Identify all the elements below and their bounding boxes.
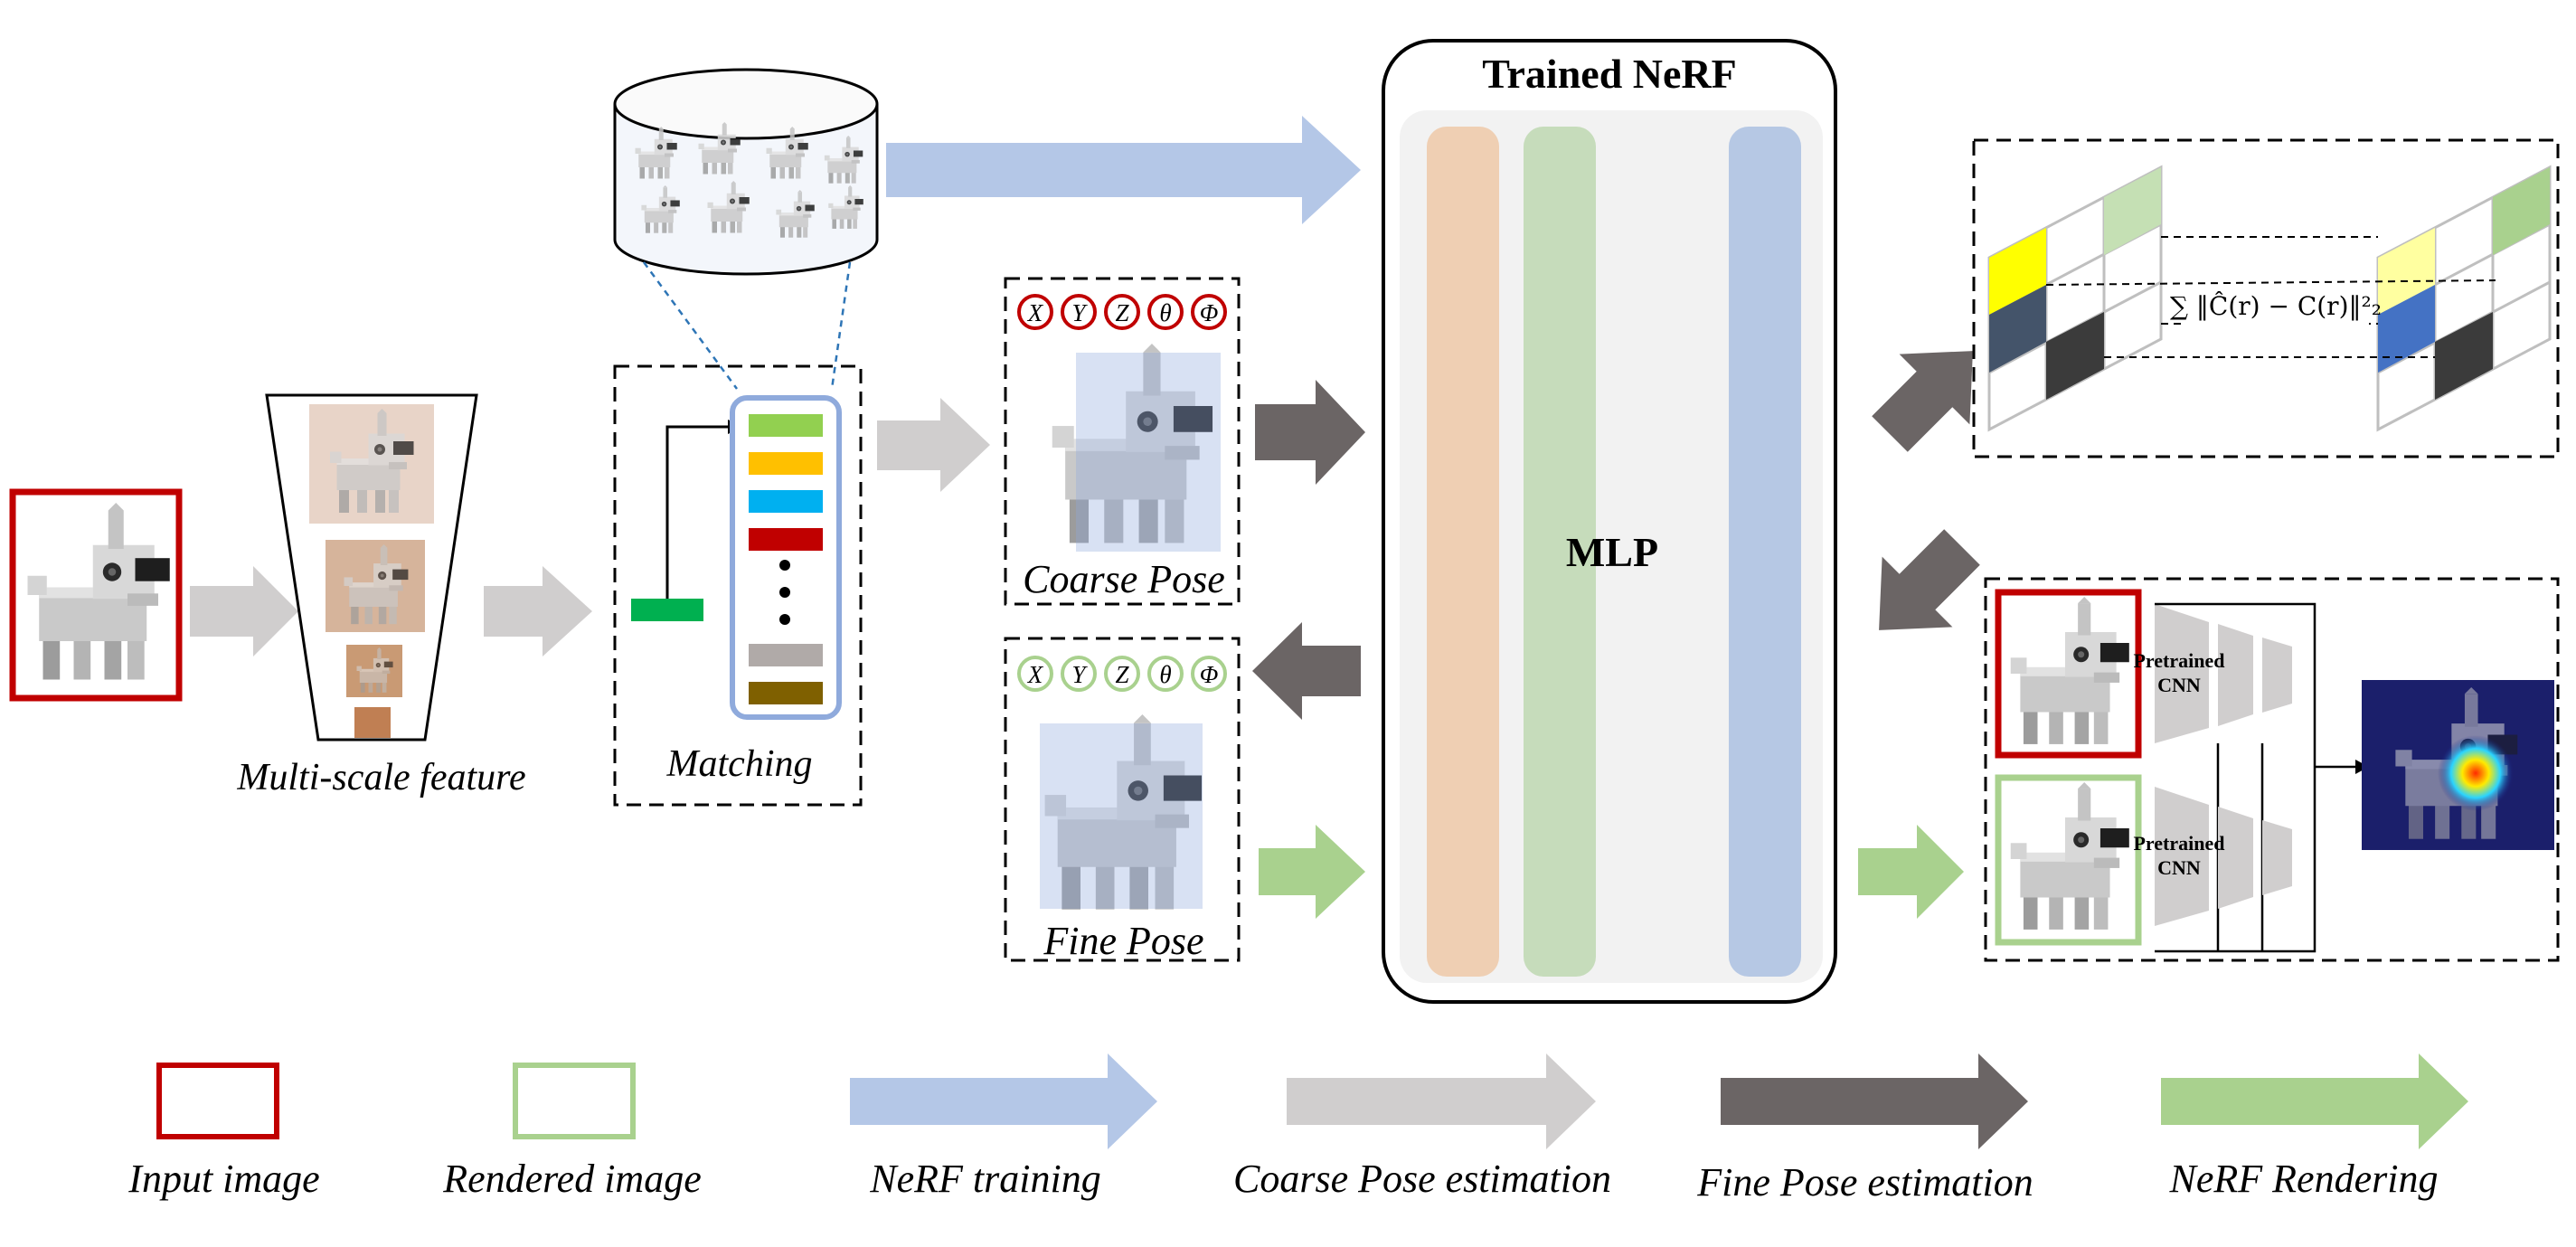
legend-render-label: NeRF Rendering bbox=[2169, 1157, 2439, 1201]
legend-nerf-training-label: NeRF training bbox=[869, 1157, 1100, 1201]
fine-param-x: X bbox=[1027, 661, 1044, 688]
fine-param-z: Z bbox=[1115, 661, 1129, 688]
cnn-bottom-label-2: CNN bbox=[2157, 856, 2201, 879]
input-image bbox=[9, 488, 183, 702]
input-image-small bbox=[1995, 589, 2142, 759]
fine-param-y: Y bbox=[1071, 661, 1088, 688]
fine-pose-box: X Y Z θ Φ bbox=[1004, 637, 1241, 962]
fine-pose-params: X Y Z θ Φ bbox=[1017, 656, 1227, 692]
fine-param-theta: θ bbox=[1159, 661, 1171, 688]
loss-formula: ∑ ‖Ĉ(r) − C(r)‖²₂ bbox=[2170, 290, 2382, 321]
arrow-input-to-features bbox=[190, 566, 298, 657]
coarse-param-x: X bbox=[1027, 299, 1044, 326]
mlp-layer-3 bbox=[1729, 127, 1801, 977]
matching-label: Matching bbox=[666, 743, 813, 785]
cnn-bottom-label-1: Pretrained bbox=[2133, 832, 2224, 855]
mlp-layer-1 bbox=[1427, 127, 1499, 977]
template-database bbox=[613, 68, 879, 276]
feature-bar-4 bbox=[749, 528, 823, 551]
legend-input-swatch bbox=[156, 1063, 279, 1139]
arrow-nerf-to-loss bbox=[1872, 351, 1973, 452]
fine-label: Fine Pose bbox=[1043, 919, 1203, 963]
arrow-matching-to-coarse bbox=[877, 398, 990, 492]
nerf-title: Trained NeRF bbox=[1482, 51, 1737, 97]
legend-fine-label: Fine Pose estimation bbox=[1696, 1160, 2033, 1204]
feature-bar-3 bbox=[749, 490, 823, 513]
cnn-top-label-2: CNN bbox=[2157, 674, 2201, 696]
legend-coarse-arrow bbox=[1287, 1053, 1596, 1149]
db-link-left bbox=[642, 261, 739, 390]
legend-input-label: Input image bbox=[127, 1157, 319, 1201]
legend: Input image Rendered image NeRF training… bbox=[127, 1053, 2468, 1204]
mlp-label: MLP bbox=[1566, 529, 1658, 575]
arrow-fine-to-nerf bbox=[1259, 825, 1365, 919]
coarse-param-y: Y bbox=[1071, 299, 1088, 326]
feature-bar-1 bbox=[749, 414, 823, 437]
legend-render-arrow bbox=[2161, 1053, 2468, 1149]
trained-nerf-box bbox=[1382, 39, 1837, 1004]
coarse-param-phi: Φ bbox=[1200, 299, 1219, 326]
query-feature-bar bbox=[631, 599, 703, 621]
rendered-image-small bbox=[1995, 774, 2142, 946]
coarse-pose-params: X Y Z θ Φ bbox=[1017, 294, 1227, 330]
arrow-features-to-nerf bbox=[1879, 529, 1980, 630]
feature-bar-2 bbox=[749, 452, 823, 475]
heatmap-image bbox=[2362, 680, 2554, 850]
arrow-nerf-to-fine bbox=[1252, 622, 1361, 720]
legend-rendered-label: Rendered image bbox=[442, 1157, 701, 1201]
coarse-pose-box: X Y Z θ Φ bbox=[1004, 277, 1241, 606]
multiscale-label: Multi-scale feature bbox=[236, 757, 525, 798]
legend-fine-arrow bbox=[1721, 1053, 2028, 1149]
arrow-nerf-to-render bbox=[1858, 825, 1964, 919]
cnn-top-label-1: Pretrained bbox=[2133, 649, 2224, 672]
photometric-loss-box bbox=[1972, 138, 2560, 458]
feature-comparison-box bbox=[1984, 577, 2560, 962]
matching-box bbox=[613, 364, 863, 807]
cnn-bottom bbox=[2155, 787, 2292, 926]
arrow-features-to-matching bbox=[484, 566, 592, 657]
legend-rendered-swatch bbox=[513, 1063, 636, 1139]
fine-param-phi: Φ bbox=[1200, 661, 1219, 688]
arrow-coarse-to-nerf bbox=[1255, 380, 1365, 485]
mlp-layer-2 bbox=[1524, 127, 1596, 977]
feature-bar-5 bbox=[749, 644, 823, 666]
arrow-db-to-nerf bbox=[886, 116, 1361, 224]
coarse-label: Coarse Pose bbox=[1023, 557, 1225, 601]
coarse-param-theta: θ bbox=[1159, 299, 1171, 326]
db-link-right bbox=[830, 261, 852, 390]
multiscale-pyramid bbox=[265, 393, 478, 742]
legend-coarse-label: Coarse Pose estimation bbox=[1233, 1157, 1611, 1201]
template-feature-bars bbox=[749, 414, 823, 704]
legend-nerf-training-arrow bbox=[850, 1053, 1157, 1149]
cnn-top bbox=[2155, 602, 2317, 953]
coarse-param-z: Z bbox=[1115, 299, 1129, 326]
feature-bar-6 bbox=[749, 682, 823, 704]
